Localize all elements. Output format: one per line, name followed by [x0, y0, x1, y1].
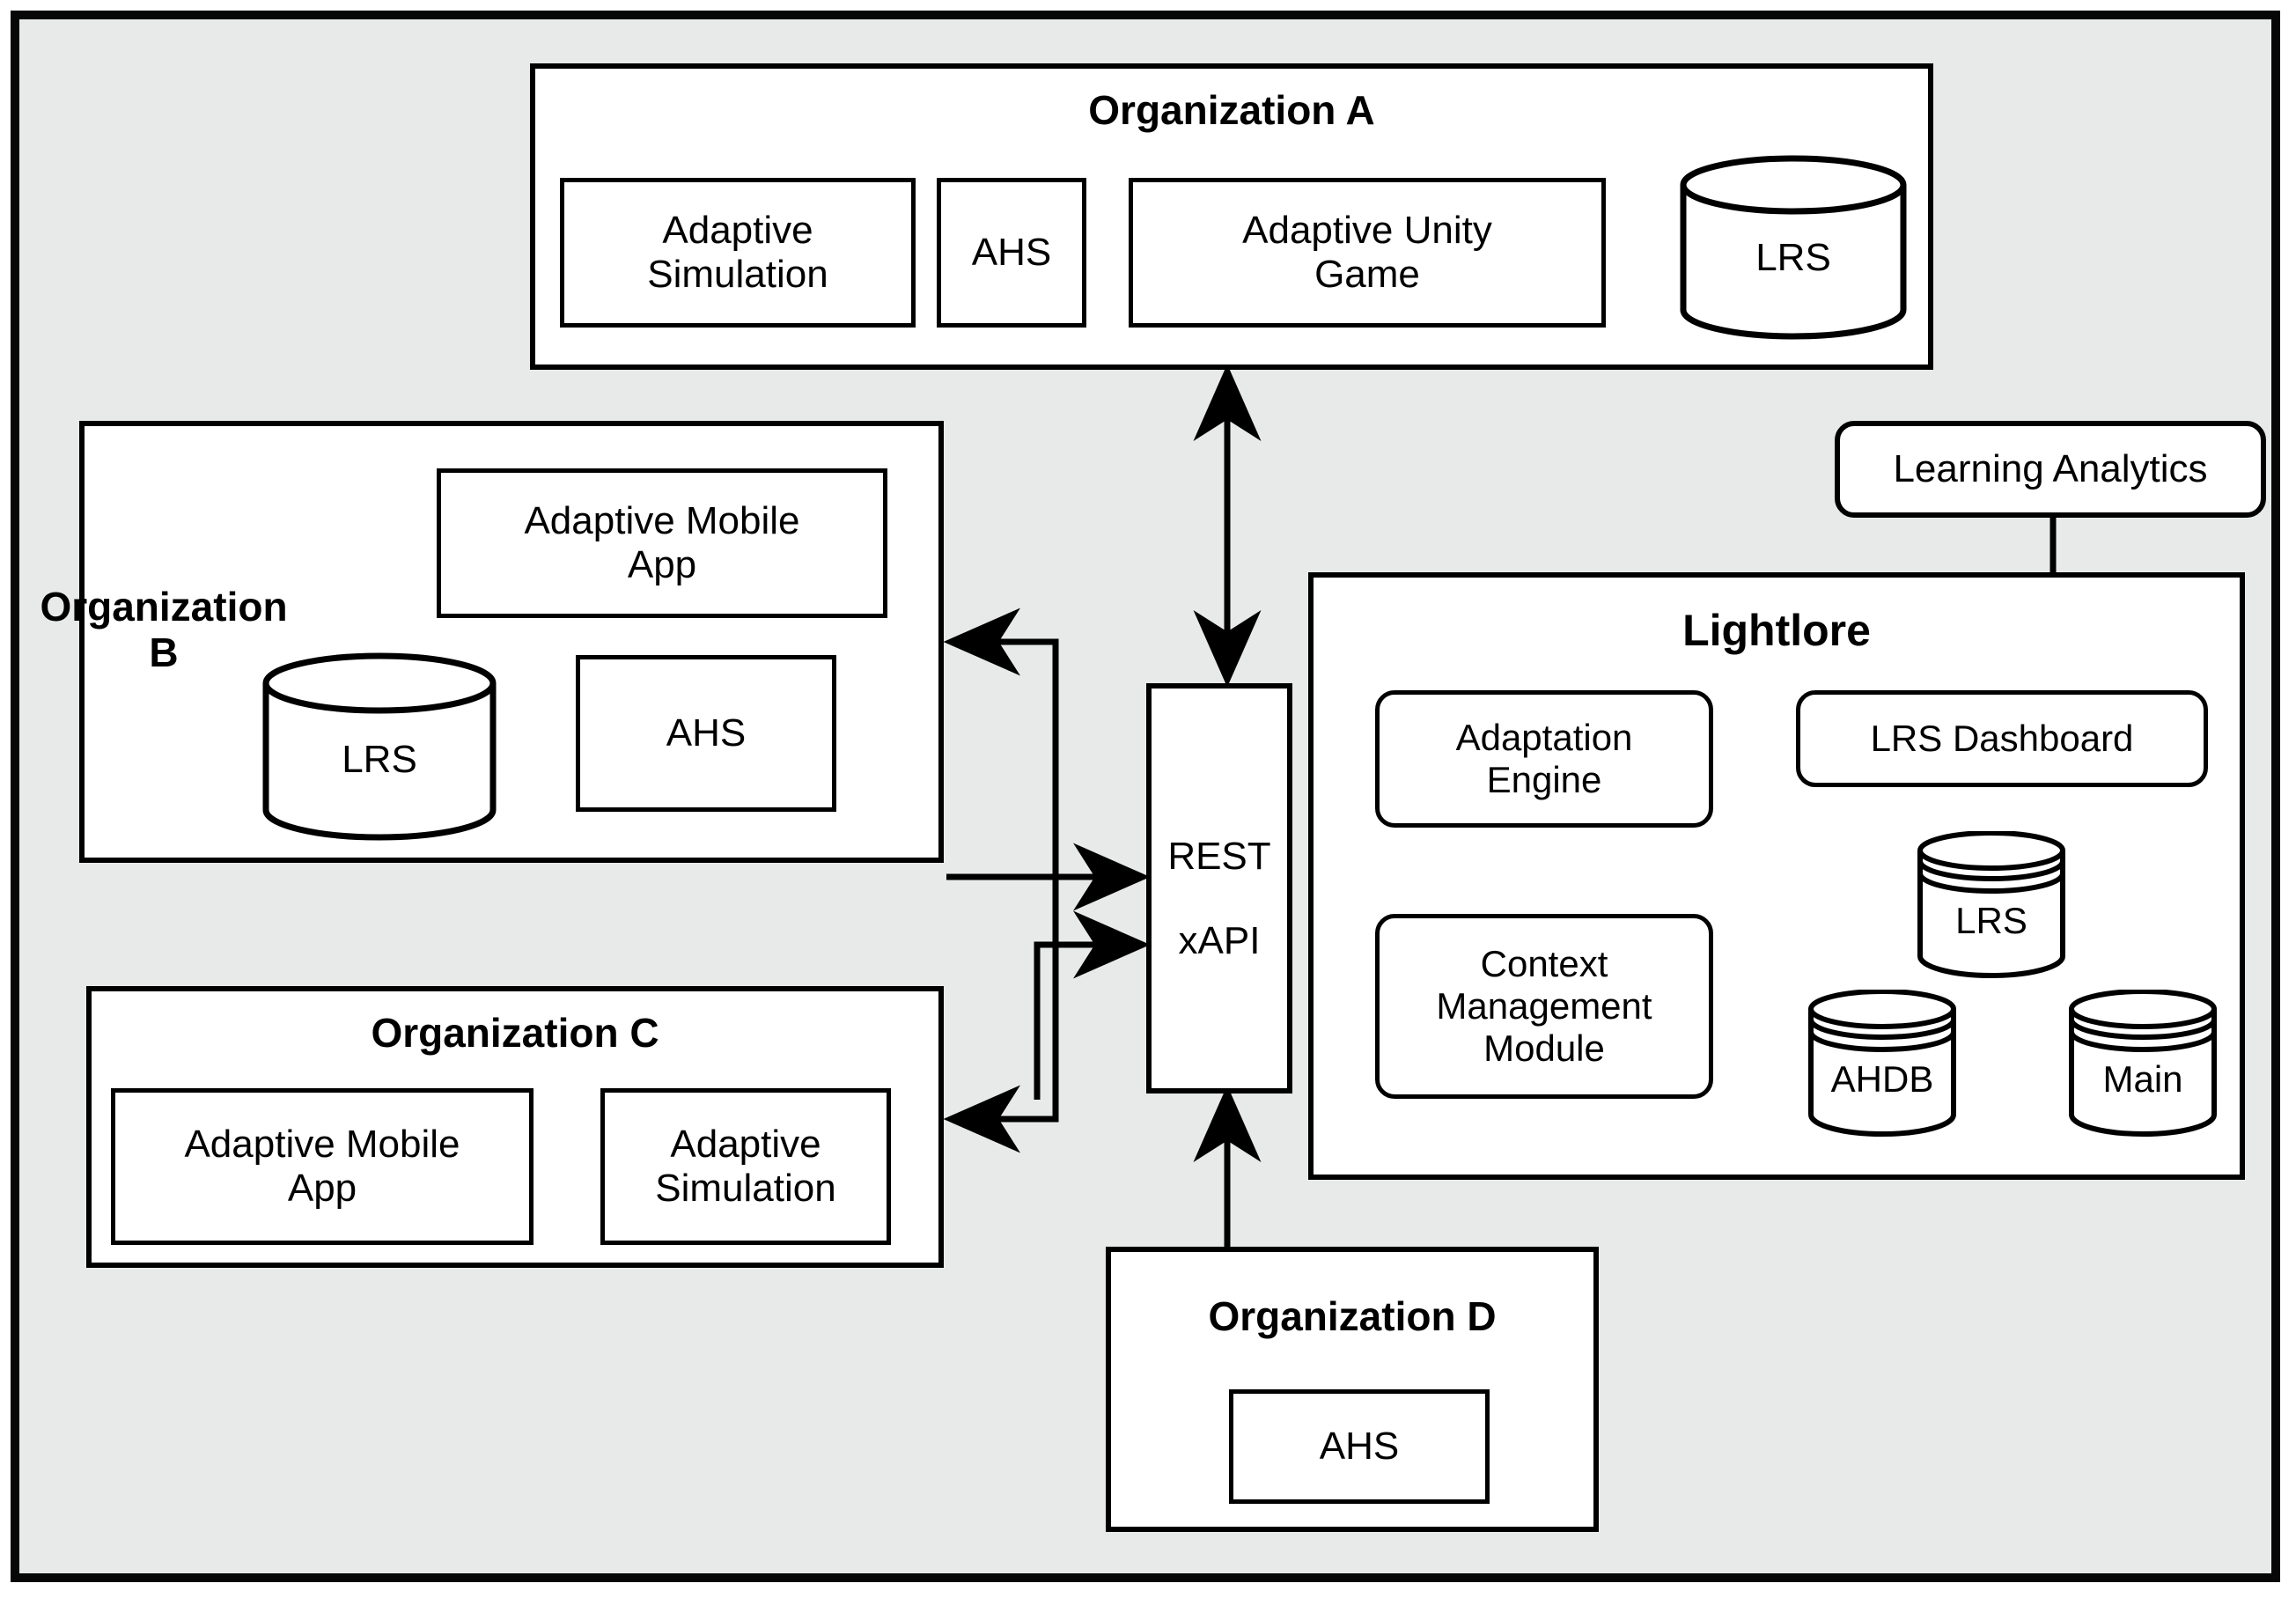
gateway-label-rest: REST [1167, 835, 1271, 878]
org-b-title: Organization B [40, 584, 288, 675]
org-d-component-ahs[interactable]: AHS [1229, 1389, 1490, 1504]
learning-analytics-label: Learning Analytics [1893, 447, 2208, 490]
cylinder-icon [1680, 155, 1907, 340]
org-a-component-label: Adaptive Unity Game [1242, 208, 1492, 296]
stacked-cylinder-icon [1917, 831, 2065, 978]
stacked-cylinder-icon [2069, 990, 2217, 1137]
lightlore-datastore-label: AHDB [1830, 1058, 1934, 1100]
org-a-component-label: Adaptive Simulation [647, 208, 828, 296]
lightlore-datastore-ahdb[interactable]: AHDB [1807, 990, 1958, 1138]
learning-analytics-node[interactable]: Learning Analytics [1835, 421, 2266, 518]
org-b-datastore-label: LRS [342, 738, 417, 781]
lightlore-module-label: LRS Dashboard [1870, 718, 2134, 760]
lightlore-datastore-lrs[interactable]: LRS [1916, 831, 2067, 979]
org-c-component-adaptive-mobile-app[interactable]: Adaptive Mobile App [111, 1088, 534, 1245]
org-c-title: Organization C [371, 1010, 659, 1056]
org-d-container[interactable]: Organization D AHS [1106, 1247, 1599, 1532]
org-a-component-ahs[interactable]: AHS [937, 178, 1086, 328]
org-a-container[interactable]: Organization A Adaptive Simulation AHS A… [530, 63, 1933, 370]
org-b-component-adaptive-mobile-app[interactable]: Adaptive Mobile App [437, 468, 887, 618]
org-b-component-label: Adaptive Mobile App [524, 498, 800, 586]
lightlore-module-label: Context Management Module [1436, 943, 1652, 1069]
org-c-component-label: Adaptive Mobile App [184, 1122, 460, 1210]
org-d-title: Organization D [1208, 1293, 1497, 1339]
org-d-component-label: AHS [1319, 1424, 1400, 1468]
gateway-label-xapi: xAPI [1178, 919, 1261, 962]
lightlore-module-lrs-dashboard[interactable]: LRS Dashboard [1796, 690, 2208, 787]
lightlore-datastore-main[interactable]: Main [2067, 990, 2219, 1138]
org-b-container[interactable]: Organization B Adaptive Mobile App LRS A… [40, 421, 944, 863]
org-c-component-adaptive-simulation[interactable]: Adaptive Simulation [600, 1088, 891, 1245]
stacked-cylinder-icon [1808, 990, 1956, 1137]
org-c-container[interactable]: Organization C Adaptive Mobile App Adapt… [86, 986, 944, 1268]
org-a-component-adaptive-simulation[interactable]: Adaptive Simulation [560, 178, 916, 328]
org-a-datastore-label: LRS [1755, 236, 1831, 279]
lightlore-module-adaptation-engine[interactable]: Adaptation Engine [1375, 690, 1713, 828]
org-b-datastore-lrs[interactable]: LRS [261, 652, 498, 842]
org-c-component-label: Adaptive Simulation [655, 1122, 836, 1210]
lightlore-container[interactable]: Lightlore Adaptation Engine Context Mana… [1308, 572, 2245, 1180]
org-a-component-label: AHS [971, 230, 1052, 274]
org-b-component-ahs[interactable]: AHS [576, 655, 836, 812]
rest-xapi-gateway[interactable]: REST xAPI [1146, 683, 1292, 1094]
lightlore-title: Lightlore [1682, 606, 1871, 655]
org-a-title: Organization A [1088, 87, 1375, 133]
org-a-datastore-lrs[interactable]: LRS [1678, 155, 1909, 340]
org-a-component-adaptive-unity-game[interactable]: Adaptive Unity Game [1129, 178, 1606, 328]
lightlore-module-label: Adaptation Engine [1455, 717, 1633, 800]
lightlore-module-context-management[interactable]: Context Management Module [1375, 914, 1713, 1099]
lightlore-datastore-label: LRS [1955, 900, 2027, 941]
cylinder-icon [262, 652, 497, 841]
lightlore-datastore-label: Main [2102, 1058, 2183, 1100]
org-b-component-label: AHS [666, 711, 747, 755]
